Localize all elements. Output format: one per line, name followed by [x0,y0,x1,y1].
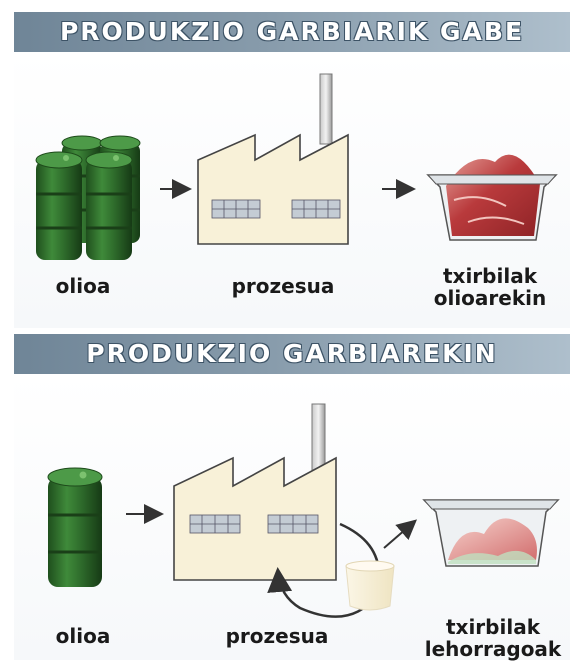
collection-cup-icon [345,560,395,611]
oil-barrel-icon [85,151,133,260]
bottom-section-title: PRODUKZIO GARBIAREKIN [86,339,498,368]
oil-barrels-group-top [35,135,141,260]
top-output-label-line1: txirbilak [442,264,537,288]
bottom-process-label: prozesua [225,624,329,648]
recycle-arrow-icon [267,522,381,618]
top-section-title: PRODUKZIO GARBIARIK GABE [59,17,525,46]
bottom-input-label: olioa [55,624,111,648]
factory-icon [197,73,349,245]
top-process-label: prozesua [231,274,335,298]
chip-tray-icon [426,154,558,241]
top-output-label-line2: olioarekin [433,286,547,310]
bottom-output-label-line2: lehorragoak [424,637,562,661]
top-section-banner: PRODUKZIO GARBIARIK GABE [14,12,570,52]
flow-arrow [383,519,418,549]
factory-icon [173,403,337,581]
bottom-output-label-line1: txirbilak [445,615,540,639]
top-input-label: olioa [55,274,111,298]
oil-barrel-icon [47,467,103,587]
oil-barrel-icon [35,151,83,260]
bottom-section-banner: PRODUKZIO GARBIAREKIN [14,334,570,374]
chip-tray-icon [422,499,560,567]
